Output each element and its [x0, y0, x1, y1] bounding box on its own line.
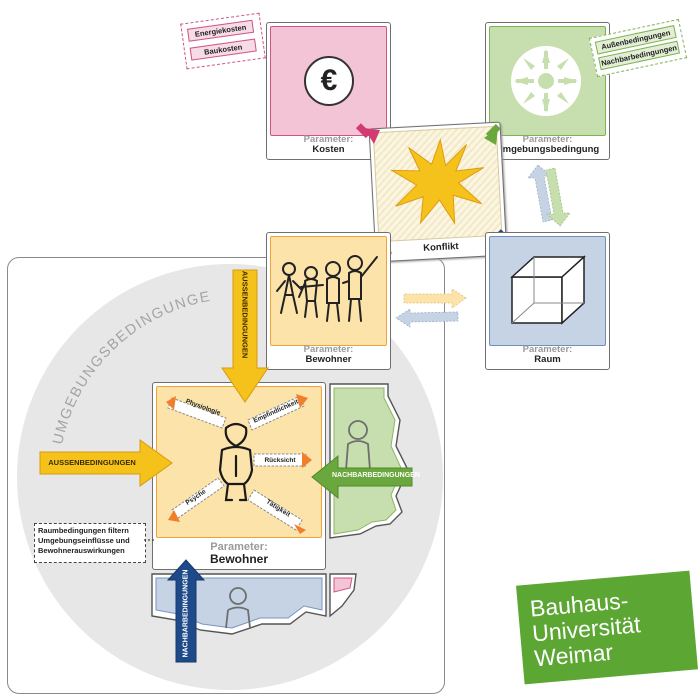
filter-note-line3: Bewohnerauswirkungen — [38, 546, 125, 555]
raum-image — [489, 236, 606, 346]
kosten-param-name: Kosten — [312, 144, 345, 155]
bewohner-large-param-name: Bewohner — [209, 552, 268, 566]
umgebung-param-label: Parameter: — [522, 134, 573, 145]
cube-icon — [510, 255, 586, 325]
converging-arrows-icon — [511, 46, 581, 116]
neighbour-figure-blue — [225, 587, 251, 629]
umgebung-card: Parameter: Umgebungsbedingung — [485, 22, 610, 160]
raum-param-name: Raum — [534, 354, 561, 365]
burst-icon — [389, 137, 485, 225]
nachbar-right-label: NACHBARBEDINGUNGEN — [332, 472, 420, 479]
aussen-left-label: AUSSENBEDINGUNGEN — [48, 458, 136, 467]
euro-icon: € — [304, 56, 354, 106]
aussen-left-arrow — [39, 439, 173, 487]
nachbar-bottom-arrow — [166, 559, 206, 663]
people-group-icon — [276, 255, 378, 322]
konflikt-card: Konflikt — [368, 121, 508, 263]
filter-note-line1: Raumbedingungen filtern — [38, 526, 129, 535]
umgebung-raum-arrows — [527, 164, 571, 227]
raum-card: Parameter: Raum — [485, 232, 610, 370]
filter-note-line2: Umgebungseinflüsse und — [38, 536, 130, 545]
bewohner-raum-arrows — [395, 288, 467, 328]
bewohner-large-param-label: Parameter: — [210, 541, 268, 553]
bewohner-small-param-label: Parameter: — [303, 344, 354, 355]
aussen-top-arrow — [221, 269, 269, 403]
filter-note: Raumbedingungen filtern Umgebungseinflüs… — [34, 523, 146, 563]
bewohner-small-param-name: Bewohner — [305, 354, 352, 365]
euro-symbol: € — [320, 64, 338, 97]
arrow-empfindlichkeit — [247, 395, 305, 431]
kosten-param-label: Parameter: — [303, 134, 354, 145]
raum-param-label: Parameter: — [522, 344, 573, 355]
umgebung-param-name: Umgebungsbedingung — [495, 144, 600, 155]
nachbar-right-arrow — [311, 454, 413, 500]
arrow-taetigkeit — [247, 489, 303, 531]
arrow-ruecksicht — [253, 453, 307, 467]
label-ruecksicht: Rücksicht — [264, 457, 296, 464]
bewohner-small-card: Parameter: Bewohner — [266, 232, 391, 370]
bewohner-small-image — [270, 236, 387, 346]
bauhaus-logo: Bauhaus- Universität Weimar — [516, 570, 698, 685]
person-figure-large — [218, 422, 254, 502]
